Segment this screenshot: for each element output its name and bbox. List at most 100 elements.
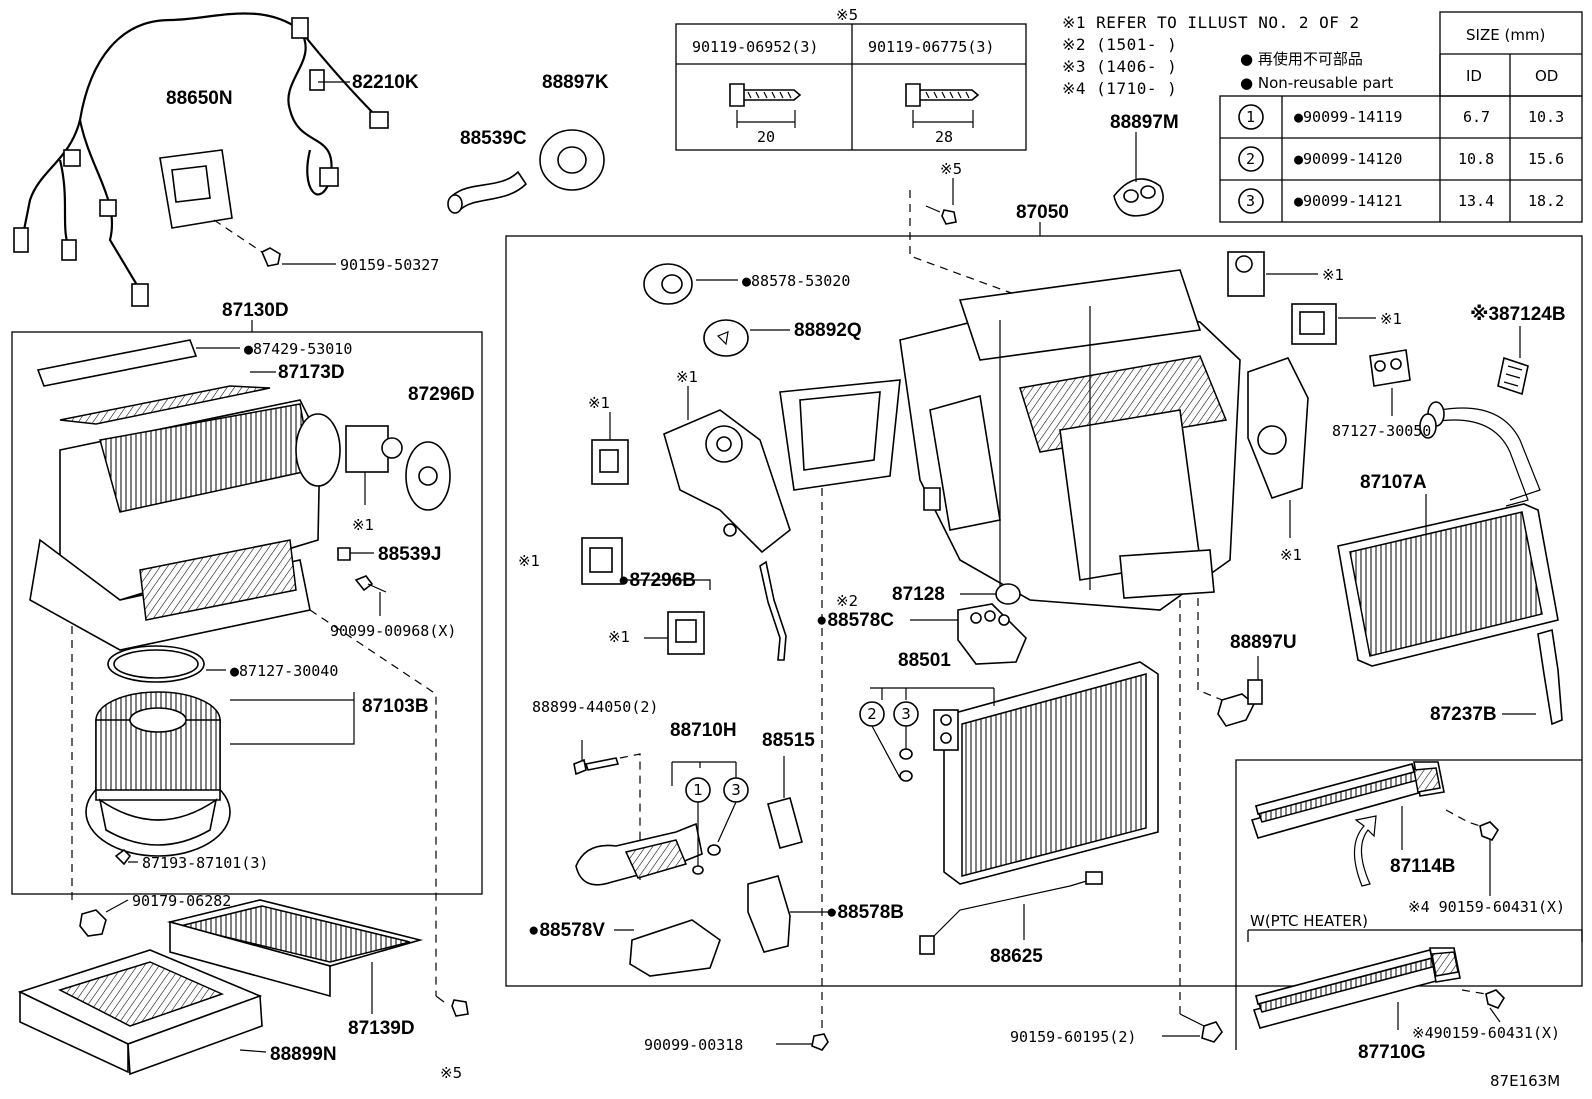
size-table-col-od: OD — [1535, 67, 1558, 85]
link-rod-illustration — [759, 560, 787, 661]
label-88899N: 88899N — [270, 1044, 337, 1065]
note-ref3: ※3 (1406- ) — [1062, 57, 1177, 76]
label-87296B: ●87296B — [618, 570, 696, 591]
label-87296D: 87296D — [408, 384, 475, 405]
label-87128: 87128 — [892, 584, 945, 605]
label-90099-00968: 90099-00968(X) — [330, 622, 456, 640]
88515-thermistor-illustration — [767, 756, 803, 849]
label-88897M: 88897M — [1110, 112, 1179, 133]
note-ref1: ※1 REFER TO ILLUST NO. 2 OF 2 — [1062, 13, 1360, 32]
88897K-grommet-illustration — [539, 129, 605, 191]
88578-53020-seal-illustration — [643, 263, 738, 305]
circle-1-label: 1 — [693, 781, 703, 799]
actuator-ref1-bottom-illustration — [644, 611, 705, 655]
circle-3b-label: 3 — [731, 781, 741, 799]
87127-30050-gasket-illustration — [1369, 349, 1411, 416]
ptc-heater-section — [1235, 759, 1583, 1050]
label-88625: 88625 — [990, 946, 1043, 967]
size-od-1: 10.3 — [1528, 108, 1564, 126]
ref2-88578C: ※2 — [836, 592, 858, 610]
size-part-1: ●90099-14119 — [1294, 108, 1402, 126]
87050-hvac-case-illustration — [779, 269, 1241, 611]
label-87124B: ※387124B — [1470, 304, 1566, 325]
ref1-87296D: ※1 — [352, 516, 374, 534]
label-88578V: ●88578V — [528, 920, 605, 941]
label-87127-30050: 87127-30050 — [1332, 422, 1431, 440]
88650N-module-illustration — [159, 149, 281, 267]
wire-harness-illustration — [13, 12, 389, 307]
size-part-3: ●90099-14121 — [1294, 192, 1402, 210]
size-id-1: 6.7 — [1463, 108, 1490, 126]
90099-00968-screw-illustration — [354, 575, 387, 616]
label-88892Q: 88892Q — [794, 320, 862, 341]
90179-06282-clip-illustration — [79, 899, 129, 937]
size-od-2: 15.6 — [1528, 150, 1564, 168]
ref1-bottom-actuator: ※1 — [608, 628, 630, 646]
label-87050: 87050 — [1016, 202, 1069, 223]
label-88578-53020: ●88578-53020 — [742, 272, 850, 290]
label-87107A: 87107A — [1360, 472, 1427, 493]
87139D-filter-illustration — [166, 899, 424, 1014]
label-88501: 88501 — [898, 650, 951, 671]
88539J-cap-illustration — [337, 547, 374, 561]
88625-sensor-illustration — [919, 871, 1103, 955]
bolt-left-part: 90119-06952(3) — [692, 38, 818, 56]
orings-1-3-illustration — [685, 777, 749, 875]
label-82210K: 82210K — [352, 72, 419, 93]
88897M-gasket-illustration — [1113, 132, 1164, 217]
ref1-left-actuator: ※1 — [588, 394, 610, 412]
label-88650N: 88650N — [166, 88, 233, 109]
label-87114B: 87114B — [1390, 856, 1456, 877]
circle-2-label: 2 — [867, 705, 877, 723]
actuator-ref1-top-right-illustration — [1227, 251, 1318, 297]
label-87173D: 87173D — [278, 362, 345, 383]
damper-actuator-right-illustration — [1247, 357, 1309, 538]
illustration-number: 87E163M — [1490, 1072, 1560, 1090]
87710G-heater-illustration — [1252, 947, 1506, 1030]
screw-ref5-bottom-illustration — [435, 995, 469, 1017]
bolt-table: ※5 90119-06952(3) 90119-06775(3) 20 28 — [675, 6, 1027, 151]
actuator-ref1-mid-right-illustration — [1291, 303, 1376, 345]
label-87237B: 87237B — [1430, 704, 1497, 725]
label-ptc-heater: W(PTC HEATER) — [1250, 912, 1368, 930]
ref1-link: ※1 — [676, 368, 698, 386]
88899-44050-bolt-illustration — [573, 740, 641, 880]
88899N-filter-case-illustration — [17, 949, 267, 1076]
ref1-damper-right: ※1 — [1280, 546, 1302, 564]
87127-30040-gasket-illustration — [107, 645, 226, 683]
label-87103B: 87103B — [362, 696, 429, 717]
87237B-bracket-illustration — [1502, 628, 1563, 726]
bolt-right-part: 90119-06775(3) — [868, 38, 994, 56]
label-87710G: 87710G — [1358, 1042, 1426, 1063]
ref1-top-right: ※1 — [1322, 266, 1344, 284]
88578B-seal-illustration — [747, 875, 836, 953]
87114B-heater-illustration — [1250, 761, 1500, 896]
88892Q-seal-illustration — [703, 319, 790, 357]
label-88710H: 88710H — [670, 720, 737, 741]
88897U-valve-illustration — [1197, 598, 1263, 727]
bolt-table-mark: ※5 — [836, 6, 858, 24]
size-id-2: 10.8 — [1458, 150, 1494, 168]
ref1-87296B: ※1 — [518, 552, 540, 570]
size-key-3: 3 — [1246, 192, 1255, 210]
label-90159-50327: 90159-50327 — [340, 256, 439, 274]
size-key-2: 2 — [1246, 150, 1255, 168]
ref5-center: ※5 — [940, 160, 962, 178]
87050-group-frame — [505, 235, 1583, 987]
size-id-3: 13.4 — [1458, 192, 1494, 210]
label-87429-53010: ●87429-53010 — [244, 340, 352, 358]
88578V-seal-illustration — [614, 919, 721, 977]
label-88539C: 88539C — [460, 128, 527, 149]
87103B-blower-motor-illustration — [85, 691, 355, 857]
label-87130D: 87130D — [222, 300, 289, 321]
87128-cap-illustration — [960, 583, 1021, 605]
87130D-group-frame — [11, 331, 483, 895]
label-88897K: 88897K — [542, 72, 609, 93]
label-90159-60431-b: ※490159-60431(X) — [1412, 1024, 1560, 1042]
label-88578B: ●88578B — [826, 902, 904, 923]
note-nonreusable-jp: ● 再使用不可部品 — [1240, 50, 1363, 68]
size-table-title: SIZE (mm) — [1466, 26, 1545, 44]
screw-ref5-illustration — [925, 178, 957, 225]
88578C-seal-illustration — [910, 603, 1027, 665]
label-90179-06282: 90179-06282 — [132, 892, 231, 910]
